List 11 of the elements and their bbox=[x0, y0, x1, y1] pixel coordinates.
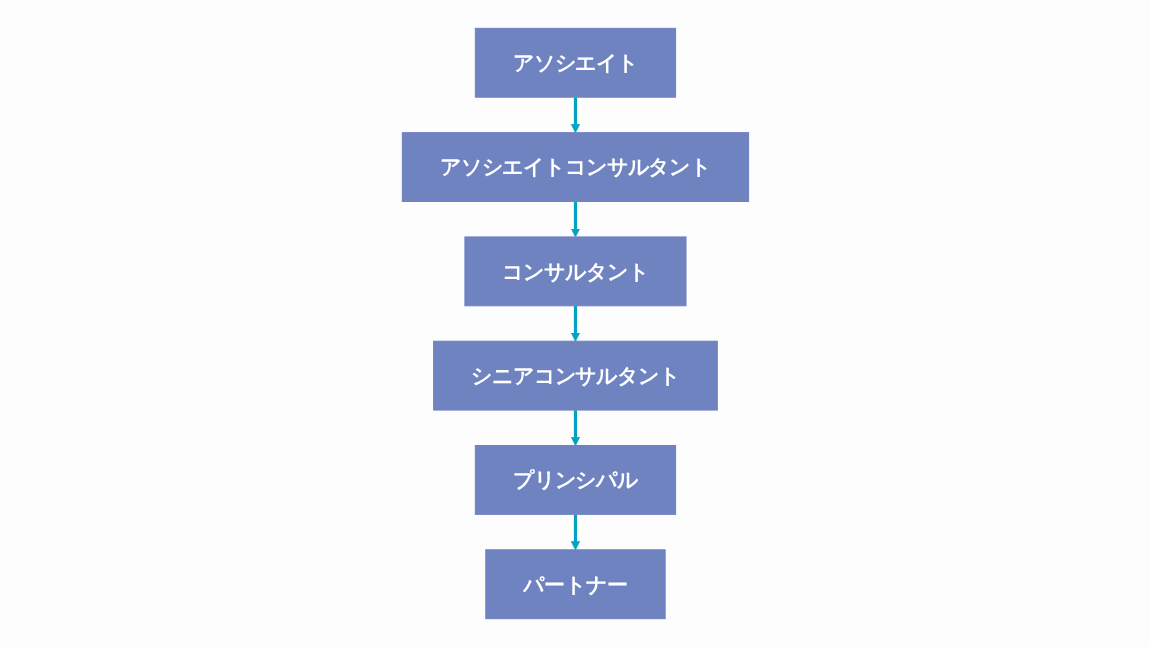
arrow bbox=[570, 201, 580, 238]
node-box: プリンシパル bbox=[474, 445, 676, 515]
arrow bbox=[570, 305, 580, 342]
node-box: パートナー bbox=[484, 549, 666, 620]
arrow bbox=[570, 97, 580, 134]
arrow bbox=[570, 410, 580, 446]
arrow bbox=[570, 514, 580, 551]
node-box: アソシエイト bbox=[474, 27, 676, 98]
node-box: アソシエイトコンサルタント bbox=[401, 132, 749, 202]
node-box: シニアコンサルタント bbox=[432, 340, 718, 411]
node-box: コンサルタント bbox=[463, 236, 687, 307]
